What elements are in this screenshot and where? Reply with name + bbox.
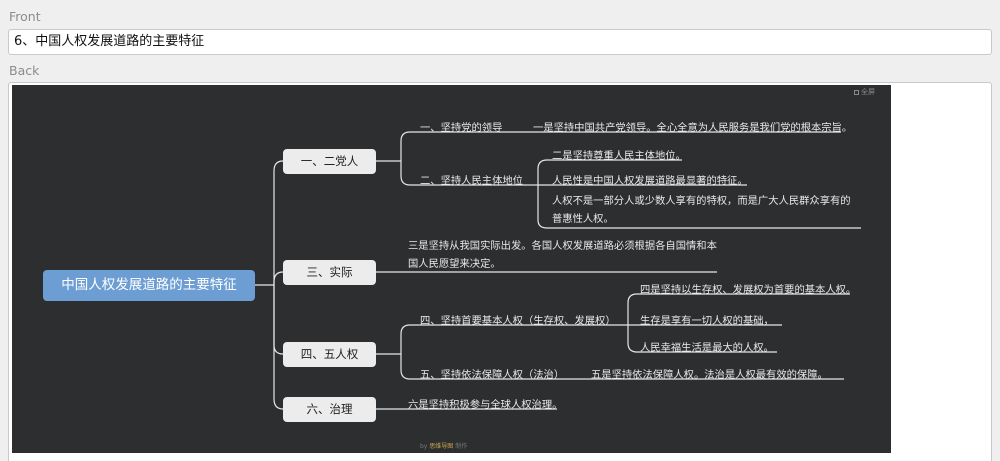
sub-topic-3-1: 四、坚持首要基本人权（生存权、发展权）: [420, 315, 616, 327]
mindmap-image: 全屏 中国人权发展道路的主要特征 一、二党人 三、实际 四、五人权 六、治理 一…: [12, 85, 891, 453]
connector-root-branch1: [273, 160, 284, 285]
connector-b1-sub2-d1: [537, 159, 682, 185]
connector-b3-sub1-d3: [627, 325, 777, 353]
back-field-label: Back: [9, 63, 40, 78]
connector-b3-sub1-trunk: [627, 293, 850, 325]
detail-4-1: 六是坚持积极参与全球人权治理。: [408, 399, 563, 411]
branch-node-4: 六、治理: [283, 397, 376, 422]
front-field-label: Front: [9, 9, 41, 24]
detail-3-1-3: 人民幸福生活是最大的人权。: [640, 342, 774, 354]
detail-1-2-3: 人权不是一部分人或少数人享有的特权，而是广大人民群众享有的普惠性人权。: [552, 195, 851, 225]
sub-topic-3-2: 五、坚持依法保障人权（法治）: [420, 369, 565, 381]
connector-b1-sub2-d3: [537, 185, 861, 229]
sub-topic-1-1: 一、坚持党的领导: [420, 122, 503, 134]
branch-node-2: 三、实际: [283, 260, 376, 285]
front-field-input[interactable]: 6、中国人权发展道路的主要特征: [8, 29, 992, 55]
connector-b3-sub1: [400, 324, 628, 354]
fullscreen-icon[interactable]: 全屏: [854, 87, 875, 97]
connector-b3-sub2: [400, 354, 844, 380]
detail-3-1-1: 四是坚持以生存权、发展权为首要的基本人权。: [640, 284, 857, 296]
connector-root-branch3: [273, 285, 284, 355]
detail-2-1: 三是坚持从我国实际出发。各国人权发展道路必须根据各自国情和本国人民愿望来决定。: [408, 240, 717, 270]
sub-topic-1-2: 二、坚持人民主体地位: [420, 175, 523, 187]
branch-node-1: 一、二党人: [283, 149, 376, 174]
mindmap-connectors: [255, 131, 861, 410]
connector-root-branch2: [273, 271, 284, 285]
branch-node-3: 四、五人权: [283, 342, 376, 367]
fullscreen-label: 全屏: [861, 88, 875, 96]
connector-b1-sub1: [400, 131, 526, 161]
connector-b1-sub2: [400, 161, 526, 186]
detail-3-2-1: 五是坚持依法保障人权。法治是人权最有效的保障。: [591, 369, 828, 381]
mindmap-footer: by 思维导图 制作: [420, 443, 468, 450]
detail-1-2-2: 人民性是中国人权发展道路最显著的特征。: [552, 175, 748, 187]
detail-1-1-1: 一是坚持中国共产党领导。全心全意为人民服务是我们党的根本宗旨。: [533, 122, 853, 134]
detail-3-1-2: 生存是享有一切人权的基础，: [640, 315, 774, 327]
connector-root-branch4: [273, 285, 284, 410]
detail-1-2-1: 二是坚持尊重人民主体地位。: [552, 150, 686, 162]
mindmap-root-node: 中国人权发展道路的主要特征: [43, 270, 255, 301]
